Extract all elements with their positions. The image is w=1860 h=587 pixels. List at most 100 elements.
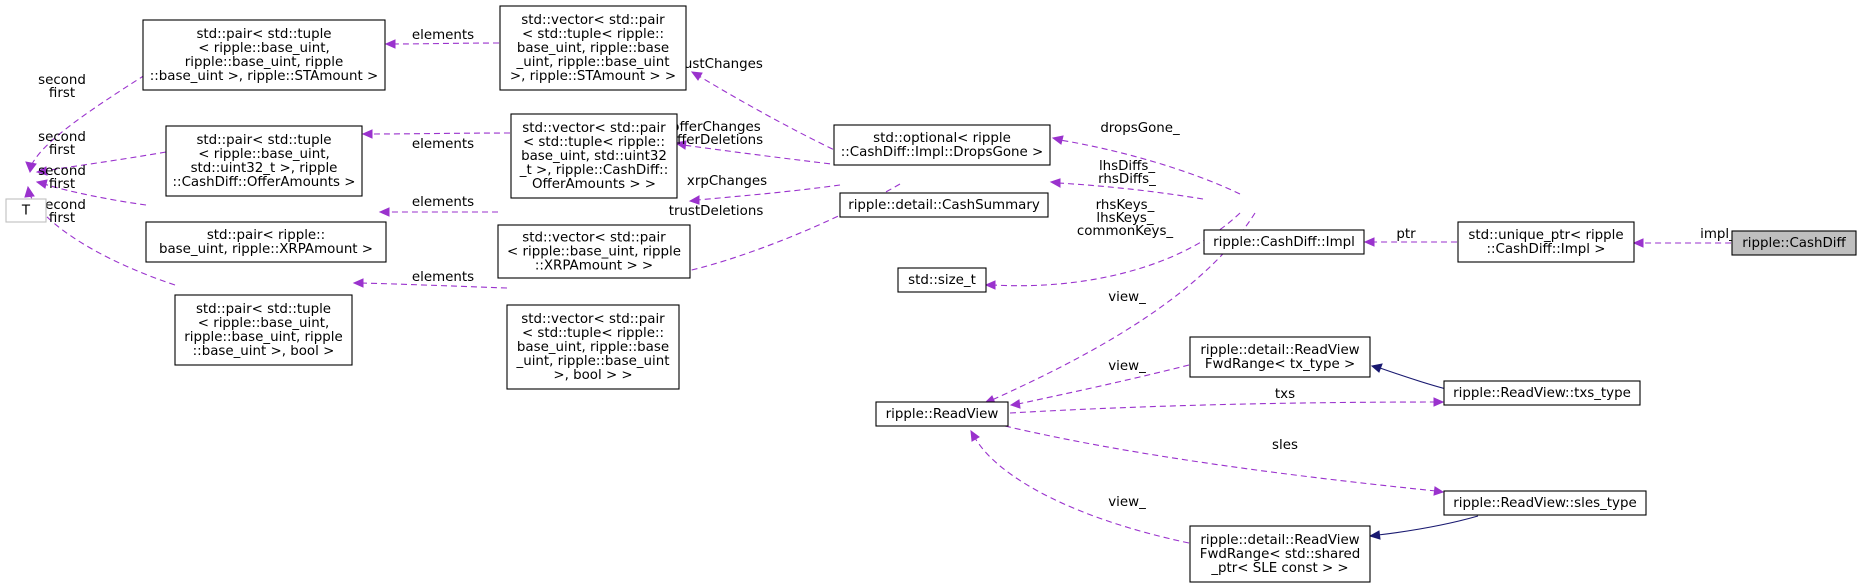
edge-label-line: first xyxy=(49,143,75,158)
node-label-line: ripple::ReadView::txs_type xyxy=(1453,386,1631,401)
node-label-line: < ripple::base_uint, xyxy=(198,147,330,162)
node-label-line: ripple::ReadView xyxy=(886,407,999,422)
node-optional-drops-gone[interactable]: std::optional< ripple::CashDiff::Impl::D… xyxy=(833,124,1051,166)
edge-readview-to-sles: sles xyxy=(1004,425,1445,496)
edge-cashdiff-to-unique-ptr: impl_ xyxy=(1632,227,1736,248)
edge-label-line: dropsGone_ xyxy=(1100,121,1180,136)
edge-summary-to-vec-xrp: xrpChanges xyxy=(687,174,841,205)
edge-label-line: view_ xyxy=(1108,290,1146,305)
edge-label-line: elements xyxy=(412,270,474,285)
edge-label-line: rhsDiffs_ xyxy=(1098,172,1156,187)
edge-label-line: elements xyxy=(412,195,474,210)
edge-label-line: first xyxy=(49,211,75,226)
node-label-line: std::size_t xyxy=(908,273,976,288)
node-label-line: < std::tuple< ripple:: xyxy=(522,27,664,42)
edge-label-line: trustDeletions xyxy=(669,204,764,219)
node-cash-summary[interactable]: ripple::detail::CashSummary xyxy=(839,192,1049,218)
node-label-line: std::optional< ripple xyxy=(873,131,1011,146)
node-label-line: _t >, ripple::CashDiff:: xyxy=(519,163,668,178)
node-pair-xrp-amount[interactable]: std::pair< ripple::base_uint, ripple::XR… xyxy=(145,221,387,263)
node-label-line: >, ripple::STAmount > > xyxy=(510,69,676,84)
node-vector-pair-stamount[interactable]: std::vector< std::pair< std::tuple< ripp… xyxy=(499,5,687,91)
edge-vec-stamount-to-pair: elements xyxy=(384,28,500,49)
node-vector-pair-xrp-amount[interactable]: std::vector< std::pair< ripple::base_uin… xyxy=(497,224,691,279)
node-label-line: ::CashDiff::Impl::DropsGone > xyxy=(841,145,1044,160)
node-label-line: std::unique_ptr< ripple xyxy=(1468,228,1623,243)
node-label-line: ripple::base_uint, ripple xyxy=(184,330,342,345)
edge-label-line: txs xyxy=(1275,387,1295,402)
edge-label-line: offerDeletions xyxy=(669,133,763,148)
node-readview[interactable]: ripple::ReadView xyxy=(875,401,1009,427)
edge-label-line: ptr xyxy=(1396,227,1416,242)
node-size-t[interactable]: std::size_t xyxy=(897,267,987,293)
edge-label-line: elements xyxy=(412,28,474,43)
node-txs-type[interactable]: ripple::ReadView::txs_type xyxy=(1443,380,1641,406)
node-cashdiff-impl[interactable]: ripple::CashDiff::Impl xyxy=(1203,229,1365,255)
edge-impl-to-size-t: rhsKeys_lhsKeys_commonKeys_ xyxy=(984,198,1241,290)
node-vector-pair-offer-amounts[interactable]: std::vector< std::pair< std::tuple< ripp… xyxy=(510,113,678,199)
node-label-line: ::CashDiff::Impl > xyxy=(1486,242,1605,257)
node-pair-tuple-offer-amounts[interactable]: std::pair< std::tuple< ripple::base_uint… xyxy=(165,125,363,197)
node-label-line: base_uint, ripple::base xyxy=(517,41,669,56)
node-label-line: OfferAmounts > > xyxy=(532,177,656,192)
node-label-line: std::vector< std::pair xyxy=(521,312,665,327)
node-label-line: ripple::detail::ReadView xyxy=(1200,533,1359,548)
edge-label-line: second xyxy=(38,164,86,179)
edge-label-line: lhsKeys_ xyxy=(1096,211,1153,226)
node-sles-type[interactable]: ripple::ReadView::sles_type xyxy=(1443,490,1647,516)
node-label-line: ::base_uint >, ripple::STAmount > xyxy=(150,69,379,84)
node-label-line: FwdRange< tx_type > xyxy=(1205,357,1355,372)
node-label-line: _uint, ripple::base_uint xyxy=(516,55,670,70)
node-label-line: _ptr< SLE const > > xyxy=(1210,561,1348,576)
node-cashdiff[interactable]: ripple::CashDiff xyxy=(1731,230,1857,256)
node-label-line: std::pair< ripple:: xyxy=(207,228,325,243)
node-label-line: >, bool > > xyxy=(553,368,632,383)
edge-fwd-sle-to-readview: view_ xyxy=(970,429,1190,544)
node-unique-ptr-impl[interactable]: std::unique_ptr< ripple::CashDiff::Impl … xyxy=(1457,221,1635,263)
node-label-line: ripple::ReadView::sles_type xyxy=(1453,496,1636,511)
node-label-line: ripple::detail::CashSummary xyxy=(848,198,1040,213)
node-label-line: ripple::base_uint, ripple xyxy=(185,55,343,70)
edge-label-line: rhsKeys_ xyxy=(1096,198,1155,213)
edge-label-line: xrpChanges xyxy=(687,174,767,189)
edge-vec-offer-to-pair: elements xyxy=(361,129,511,152)
edge-readview-to-txs: txs xyxy=(1009,387,1445,414)
node-label-line: ripple::CashDiff::Impl xyxy=(1213,235,1355,250)
edge-label-line: second xyxy=(38,130,86,145)
edge-label-line: second xyxy=(38,198,86,213)
node-label-line: base_uint, ripple::XRPAmount > xyxy=(159,242,373,257)
edge-label-line: view_ xyxy=(1108,359,1146,374)
edge-label-line: elements xyxy=(412,137,474,152)
edge-label-line: first xyxy=(49,86,75,101)
edge-impl-to-summary: lhsDiffs_rhsDiffs_ xyxy=(1049,159,1204,200)
node-label-line: std::vector< std::pair xyxy=(522,121,666,136)
edge-label-line: sles xyxy=(1272,438,1298,453)
edge-fwd-tx-to-readview: view_ xyxy=(1009,359,1190,409)
node-label-line: std::pair< std::tuple xyxy=(196,27,331,42)
edge-vec-bool-to-pair: elements xyxy=(352,270,508,289)
node-pair-tuple-stamount[interactable]: std::pair< std::tuple< ripple::base_uint… xyxy=(142,19,386,91)
node-label-line: std::pair< std::tuple xyxy=(196,302,331,317)
edge-label-line: view_ xyxy=(1108,495,1146,510)
node-label-line: base_uint, ripple::base xyxy=(517,340,669,355)
node-label-line: < std::tuple< ripple:: xyxy=(523,135,665,150)
node-label-line: base_uint, std::uint32 xyxy=(521,149,667,164)
node-t[interactable]: T xyxy=(5,198,47,223)
node-label-line: < ripple::base_uint, ripple xyxy=(507,245,681,260)
node-label-line: std::vector< std::pair xyxy=(521,13,665,28)
node-label-line: ::base_uint >, bool > xyxy=(193,344,335,359)
edge-label-line: first xyxy=(49,177,75,192)
node-label-line: T xyxy=(21,204,31,219)
node-pair-tuple-bool[interactable]: std::pair< std::tuple< ripple::base_uint… xyxy=(174,294,353,366)
edge-impl-to-optional: dropsGone_ xyxy=(1051,121,1241,195)
node-label-line: std::uint32_t >, ripple xyxy=(191,161,338,176)
node-label-line: ::XRPAmount > > xyxy=(535,259,653,274)
node-label-line: ripple::detail::ReadView xyxy=(1200,343,1359,358)
node-vector-pair-bool[interactable]: std::vector< std::pair< std::tuple< ripp… xyxy=(506,304,680,390)
edge-vec-xrp-to-pair: elements xyxy=(378,195,498,217)
